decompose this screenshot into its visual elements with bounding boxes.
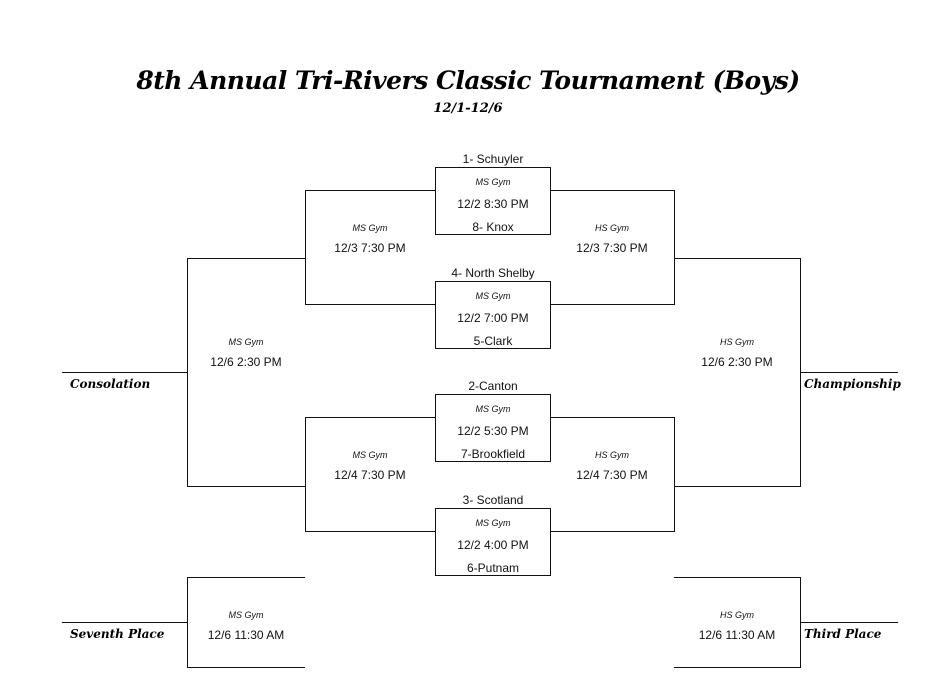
game-venue: HS Gym [719,337,754,347]
game-venue: MS Gym [475,291,511,301]
game-time: 12/2 5:30 PM [457,424,529,438]
bracket-line [551,531,674,532]
game-third-place: HS Gym 12/6 11:30 AM [682,609,792,642]
third-place-label: Third Place [804,627,882,641]
bracket-line [187,667,305,668]
game-venue: MS Gym [352,450,388,460]
game-time: 12/3 7:30 PM [334,241,406,255]
bracket-line [305,304,435,305]
bracket-line [551,304,674,305]
game-venue: MS Gym [228,337,264,347]
bracket-line [674,577,801,578]
game-venue: MS Gym [475,404,511,414]
game-venue: MS Gym [475,518,511,528]
game-venue: MS Gym [228,610,264,620]
game-venue: MS Gym [475,177,511,187]
team-seed-3: 3- Scotland [462,493,524,507]
bracket-line [551,190,674,191]
consolation-label: Consolation [70,377,151,391]
game-time: 12/4 7:30 PM [334,468,406,482]
game-venue: HS Gym [594,450,629,460]
game-semifinal-1: HS Gym 12/3 7:30 PM [557,222,667,255]
bracket-line [62,622,187,623]
game-seventh-place: MS Gym 12/6 11:30 AM [191,609,301,642]
team-seed-1: 1- Schuyler [462,152,524,166]
team-seed-8: 8- Knox [472,220,514,234]
seventh-place-label: Seventh Place [70,627,165,641]
game-time: 12/2 7:00 PM [457,311,529,325]
game-box-2: MS Gym 12/2 7:00 PM 5-Clark [435,281,551,349]
game-time: 12/2 4:00 PM [457,538,529,552]
championship-label: Championship [804,377,901,391]
game-time: 12/6 2:30 PM [210,355,282,369]
team-seed-7: 7-Brookfield [460,447,526,461]
team-seed-6: 6-Putnam [466,561,520,575]
game-box-1: MS Gym 12/2 8:30 PM 8- Knox [435,167,551,235]
game-consolation-final: MS Gym 12/6 2:30 PM [191,336,301,369]
tournament-dates: 12/1-12/6 [433,101,503,116]
tournament-title: 8th Annual Tri-Rivers Classic Tournament… [136,66,800,95]
bracket-line [187,486,305,487]
game-time: 12/4 7:30 PM [576,468,648,482]
game-championship: HS Gym 12/6 2:30 PM [682,336,792,369]
game-box-3: MS Gym 12/2 5:30 PM 7-Brookfield [435,394,551,462]
bracket-line [674,190,675,305]
game-time: 12/6 2:30 PM [701,355,773,369]
bracket-line [305,531,435,532]
bracket-line [674,667,801,668]
game-venue: MS Gym [352,223,388,233]
team-seed-5: 5-Clark [473,334,513,348]
bracket-line [800,372,898,373]
game-time: 12/2 8:30 PM [457,197,529,211]
bracket-line [305,417,306,532]
bracket-line [305,190,435,191]
bracket-line [305,417,435,418]
team-seed-4: 4- North Shelby [451,266,535,280]
team-seed-2: 2-Canton [468,379,518,393]
game-time: 12/3 7:30 PM [576,241,648,255]
game-consolation-semifinal-1: MS Gym 12/3 7:30 PM [315,222,425,255]
game-box-4: MS Gym 12/2 4:00 PM 6-Putnam [435,508,551,576]
game-consolation-semifinal-2: MS Gym 12/4 7:30 PM [315,449,425,482]
game-venue: HS Gym [594,223,629,233]
bracket-line [187,577,305,578]
bracket-line [187,258,305,259]
bracket-line [674,417,675,532]
game-time: 12/6 11:30 AM [698,628,776,642]
bracket-line [674,486,801,487]
bracket-line [62,372,187,373]
game-time: 12/6 11:30 AM [207,628,285,642]
bracket-line [187,258,188,487]
bracket-line [551,417,674,418]
bracket-line [187,577,188,668]
game-semifinal-2: HS Gym 12/4 7:30 PM [557,449,667,482]
bracket-line [674,258,801,259]
bracket-line [305,190,306,305]
game-venue: HS Gym [719,610,754,620]
bracket-line [800,622,898,623]
